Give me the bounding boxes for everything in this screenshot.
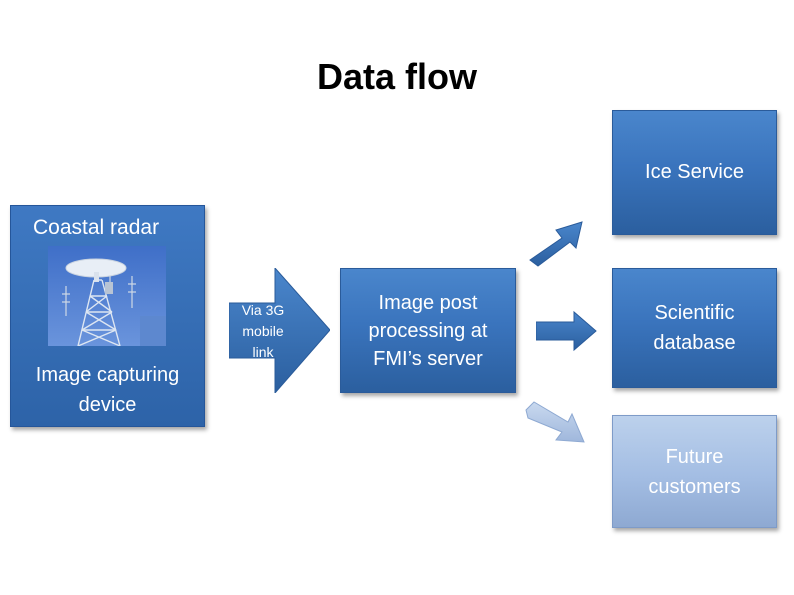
ice-service-box: Ice Service [612, 110, 777, 235]
link-label-line-1: Via 3G [241, 302, 285, 318]
server-label-line-1: Image post [378, 291, 478, 314]
arrow-to-scientific-database [536, 310, 597, 352]
scientific-database-box: Scientific database [612, 268, 777, 388]
server-label-line-2: processing at [368, 319, 488, 342]
server-label-line-3: FMI’s server [373, 347, 483, 370]
scientific-label-line-1: Scientific [654, 302, 735, 324]
coastal-radar-label: Coastal radar [33, 216, 160, 239]
ice-service-label: Ice Service [645, 161, 744, 183]
coastal-radar-panel: Coastal radar [10, 205, 205, 427]
fmi-server-processing-box: Image post processing at FMI’s server [340, 268, 516, 393]
link-label-line-2: mobile [242, 323, 284, 339]
device-label-line-2: device [78, 394, 137, 416]
image-capturing-device-label: Image capturing device [11, 360, 204, 420]
via-3g-link-arrow [229, 268, 330, 393]
link-label-line-3: link [252, 344, 274, 360]
device-label-line-1: Image capturing [35, 364, 180, 386]
via-3g-link-label: Via 3G mobile link [230, 300, 296, 363]
future-customers-box: Future customers [612, 415, 777, 528]
page-title: Data flow [316, 56, 477, 97]
radar-tower-photo [48, 246, 166, 346]
arrow-to-ice-service [529, 221, 583, 267]
arrow-to-future-customers [525, 401, 585, 443]
future-label-line-2: customers [648, 475, 741, 498]
future-label-line-1: Future [665, 445, 724, 468]
scientific-label-line-2: database [653, 332, 736, 354]
